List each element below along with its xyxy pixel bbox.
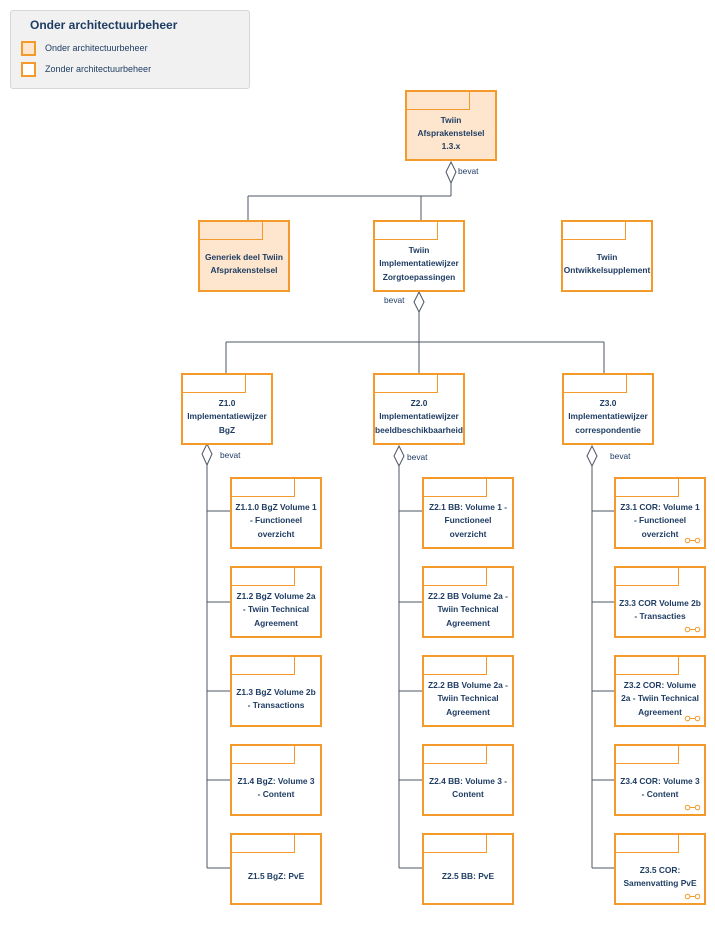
node-label: Twiin Afsprakenstelsel 1.3.x [417, 114, 485, 151]
node-z3-child[interactable]: Z3.3 COR Volume 2b - Transacties [614, 566, 706, 638]
node-label: Z1.5 BgZ: PvE [247, 871, 305, 882]
node-tab [616, 746, 679, 764]
relation-label: bevat [384, 295, 405, 305]
node-root[interactable]: Twiin Afsprakenstelsel 1.3.x [405, 90, 497, 161]
aggregation-diamond [413, 290, 425, 314]
node-label: Z3.3 COR Volume 2b - Transacties [619, 597, 701, 621]
node-generiek[interactable]: Generiek deel Twiin Afsprakenstelsel [198, 220, 290, 292]
node-tab [232, 657, 295, 675]
node-tab [232, 835, 295, 853]
relation-label: bevat [458, 166, 479, 176]
aggregation-diamond [445, 160, 457, 185]
node-tab [424, 479, 487, 497]
node-tab [424, 835, 487, 853]
node-label: Generiek deel Twiin Afsprakenstelsel [204, 251, 284, 275]
node-tab [375, 375, 438, 393]
node-tab [424, 657, 487, 675]
node-tab [232, 479, 295, 497]
node-z1-child[interactable]: Z1.4 BgZ: Volume 3 - Content [230, 744, 322, 816]
legend-title: Onder architectuurbeheer [30, 18, 178, 32]
node-tab [407, 92, 470, 110]
relation-label: bevat [220, 450, 241, 460]
node-z3-child[interactable]: Z3.1 COR: Volume 1 - Functioneel overzic… [614, 477, 706, 549]
node-z3-child[interactable]: Z3.4 COR: Volume 3 - Content [614, 744, 706, 816]
node-tab [424, 746, 487, 764]
node-label: Twiin Implementatiewijzer Zorgtoepassing… [379, 245, 459, 282]
node-tab [424, 568, 487, 586]
node-z1-child[interactable]: Z1.5 BgZ: PvE [230, 833, 322, 905]
legend-swatch-unmanaged [21, 62, 36, 77]
chain-link-icon [684, 715, 701, 722]
node-label: Z2.2 BB Volume 2a - Twiin Technical Agre… [428, 680, 508, 717]
legend-swatch-managed [21, 41, 36, 56]
node-tab [564, 375, 627, 393]
node-z3[interactable]: Z3.0 Implementatiewijzer correspondentie [562, 373, 654, 445]
node-z1-child[interactable]: Z1.3 BgZ Volume 2b - Transactions [230, 655, 322, 727]
node-label: Z2.1 BB: Volume 1 - Functioneel overzich… [428, 502, 508, 539]
node-tab [616, 568, 679, 586]
node-tab [616, 657, 679, 675]
node-label: Z2.5 BB: PvE [441, 871, 495, 882]
node-tab [616, 479, 679, 497]
node-label: Z1.1.0 BgZ Volume 1 - Functioneel overzi… [235, 502, 317, 539]
chain-link-icon [684, 626, 701, 633]
node-z2[interactable]: Z2.0 Implementatiewijzer beeldbeschikbaa… [373, 373, 465, 445]
relation-label: bevat [610, 451, 631, 461]
node-tab [200, 222, 263, 240]
node-z2-child[interactable]: Z2.2 BB Volume 2a - Twiin Technical Agre… [422, 566, 514, 638]
node-label: Z3.5 COR: Samenvatting PvE [623, 864, 697, 888]
node-label: Z1.2 BgZ Volume 2a - Twiin Technical Agr… [236, 591, 316, 628]
node-tab [183, 375, 246, 393]
chain-link-icon [684, 804, 701, 811]
node-tab [375, 222, 438, 240]
node-label: Z3.0 Implementatiewijzer correspondentie [568, 398, 648, 435]
node-label: Twiin Ontwikkelsupplement [563, 251, 651, 275]
chain-link-icon [684, 537, 701, 544]
node-z3-child[interactable]: Z3.5 COR: Samenvatting PvE [614, 833, 706, 905]
node-label: Z2.2 BB Volume 2a - Twiin Technical Agre… [428, 591, 508, 628]
node-tab [232, 568, 295, 586]
node-tab [563, 222, 626, 240]
aggregation-diamond [393, 444, 405, 468]
node-label: Z3.1 COR: Volume 1 - Functioneel overzic… [620, 502, 700, 539]
node-label: Z1.4 BgZ: Volume 3 - Content [237, 775, 315, 799]
legend-label-managed: Onder architectuurbeheer [45, 43, 148, 53]
relation-label: bevat [407, 452, 428, 462]
node-z3-child[interactable]: Z3.2 COR: Volume 2a - Twiin Technical Ag… [614, 655, 706, 727]
aggregation-diamond [201, 442, 213, 467]
node-z2-child[interactable]: Z2.4 BB: Volume 3 - Content [422, 744, 514, 816]
node-label: Z3.2 COR: Volume 2a - Twiin Technical Ag… [621, 680, 699, 717]
legend-label-unmanaged: Zonder architectuurbeheer [45, 64, 152, 74]
node-z1-child[interactable]: Z1.1.0 BgZ Volume 1 - Functioneel overzi… [230, 477, 322, 549]
node-label: Z1.3 BgZ Volume 2b - Transactions [236, 686, 316, 710]
node-label: Z2.4 BB: Volume 3 - Content [428, 775, 508, 799]
node-label: Z3.4 COR: Volume 3 - Content [620, 775, 700, 799]
node-ontwikkelsupplement[interactable]: Twiin Ontwikkelsupplement [561, 220, 653, 292]
node-z2-child[interactable]: Z2.1 BB: Volume 1 - Functioneel overzich… [422, 477, 514, 549]
node-z1-child[interactable]: Z1.2 BgZ Volume 2a - Twiin Technical Agr… [230, 566, 322, 638]
node-zorgtoepassingen[interactable]: Twiin Implementatiewijzer Zorgtoepassing… [373, 220, 465, 292]
node-label: Z1.0 Implementatiewijzer BgZ [187, 398, 267, 435]
node-z1[interactable]: Z1.0 Implementatiewijzer BgZ [181, 373, 273, 445]
node-label: Z2.0 Implementatiewijzer beeldbeschikbaa… [375, 398, 463, 435]
chain-link-icon [684, 893, 701, 900]
aggregation-diamond [586, 444, 598, 468]
node-z2-child[interactable]: Z2.2 BB Volume 2a - Twiin Technical Agre… [422, 655, 514, 727]
node-tab [232, 746, 295, 764]
node-tab [616, 835, 679, 853]
legend: Onder architectuurbeheer Onder architect… [10, 10, 250, 89]
node-z2-child[interactable]: Z2.5 BB: PvE [422, 833, 514, 905]
